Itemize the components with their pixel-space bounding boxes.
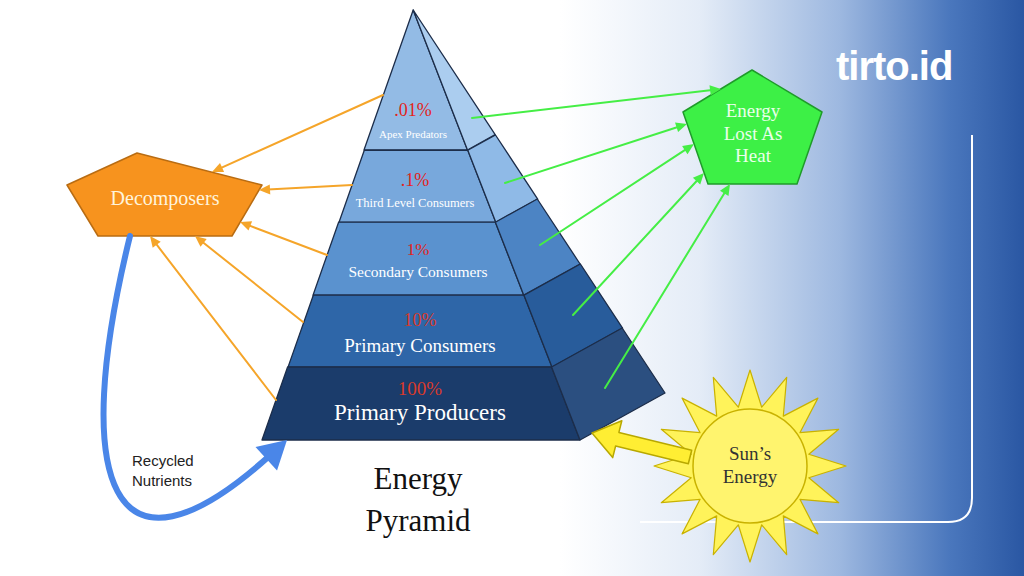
arrow-connector xyxy=(472,85,721,118)
arrow-head xyxy=(259,184,270,194)
block-arrow xyxy=(592,421,692,464)
pyramid-band: .1%Third Level Consumers xyxy=(339,135,538,222)
arrow-connector xyxy=(212,95,383,172)
arrow-head xyxy=(693,173,704,185)
pyramid-band: 10%Primary Consumers xyxy=(288,264,623,367)
arrow-line xyxy=(268,185,352,190)
arrow-head xyxy=(256,440,288,471)
node-label: Sun’s Energy xyxy=(710,443,790,489)
arrow-line xyxy=(505,127,679,183)
band-front-face xyxy=(288,295,552,367)
arrow-line xyxy=(573,179,698,315)
band-percent: 100% xyxy=(270,379,570,400)
band-label: Secondary Consumers xyxy=(268,263,568,280)
arrow-connector xyxy=(592,421,692,464)
pentagon-shape xyxy=(683,70,822,184)
arrow-connector xyxy=(104,236,287,518)
arrow-line xyxy=(605,192,725,388)
arrow-head xyxy=(682,144,694,154)
arrow-head xyxy=(150,236,161,248)
arrow-connector xyxy=(505,123,687,183)
arrow-connector xyxy=(150,236,276,400)
arrow-head xyxy=(240,221,252,230)
pentagon-shape xyxy=(67,153,262,236)
band-percent: 10% xyxy=(270,311,570,331)
arrow-line xyxy=(155,243,276,400)
sun-disc xyxy=(693,409,807,523)
node-shape xyxy=(313,199,580,295)
arrow-head xyxy=(675,123,687,133)
pyramid-band: 100%Primary Producers xyxy=(262,328,665,440)
band-percent: .01% xyxy=(263,101,563,121)
arrow-head xyxy=(710,85,722,95)
pentagon-node: Energy Lost As Heat xyxy=(682,68,824,186)
edge-label: Recycled Nutrients xyxy=(132,451,222,492)
arrow-head xyxy=(720,184,730,196)
sun-node: Sun’s Energy xyxy=(652,368,848,564)
pyramid-band: .01%Apex Predators xyxy=(364,10,495,150)
arrow-connector xyxy=(573,173,704,315)
arrow-connector xyxy=(240,221,327,255)
text-wrap: Energy Lost As Heat xyxy=(682,82,824,186)
arrow-connector xyxy=(605,184,730,388)
text-wrap: Decomposers xyxy=(66,158,264,238)
watermark: tirto.id xyxy=(836,44,952,89)
band-front-face xyxy=(262,367,580,440)
arrow-line xyxy=(472,90,712,118)
arrow-connector xyxy=(195,236,303,322)
arrow-line xyxy=(540,149,687,245)
node-label: Energy Lost As Heat xyxy=(714,100,792,168)
curved-arrow-line xyxy=(104,236,271,518)
band-label: Primary Producers xyxy=(270,400,570,425)
arrow-head xyxy=(212,163,224,172)
sun-rays xyxy=(654,370,846,562)
arrow-line xyxy=(248,225,327,255)
diagram-title: Energy Pyramid xyxy=(340,458,496,542)
pentagon-node: Decomposers xyxy=(66,152,264,238)
arrow-head xyxy=(195,236,207,247)
text-wrap: Sun’s Energy xyxy=(652,368,848,564)
band-label: Primary Consumers xyxy=(270,336,570,357)
arrow-connector xyxy=(259,184,352,194)
pyramid-band: 1%Secondary Consumers xyxy=(313,199,580,295)
arrow-connector xyxy=(540,144,694,245)
arrow-line xyxy=(202,241,303,322)
arrow-line xyxy=(220,95,383,168)
node-label: Decomposers xyxy=(111,186,220,210)
